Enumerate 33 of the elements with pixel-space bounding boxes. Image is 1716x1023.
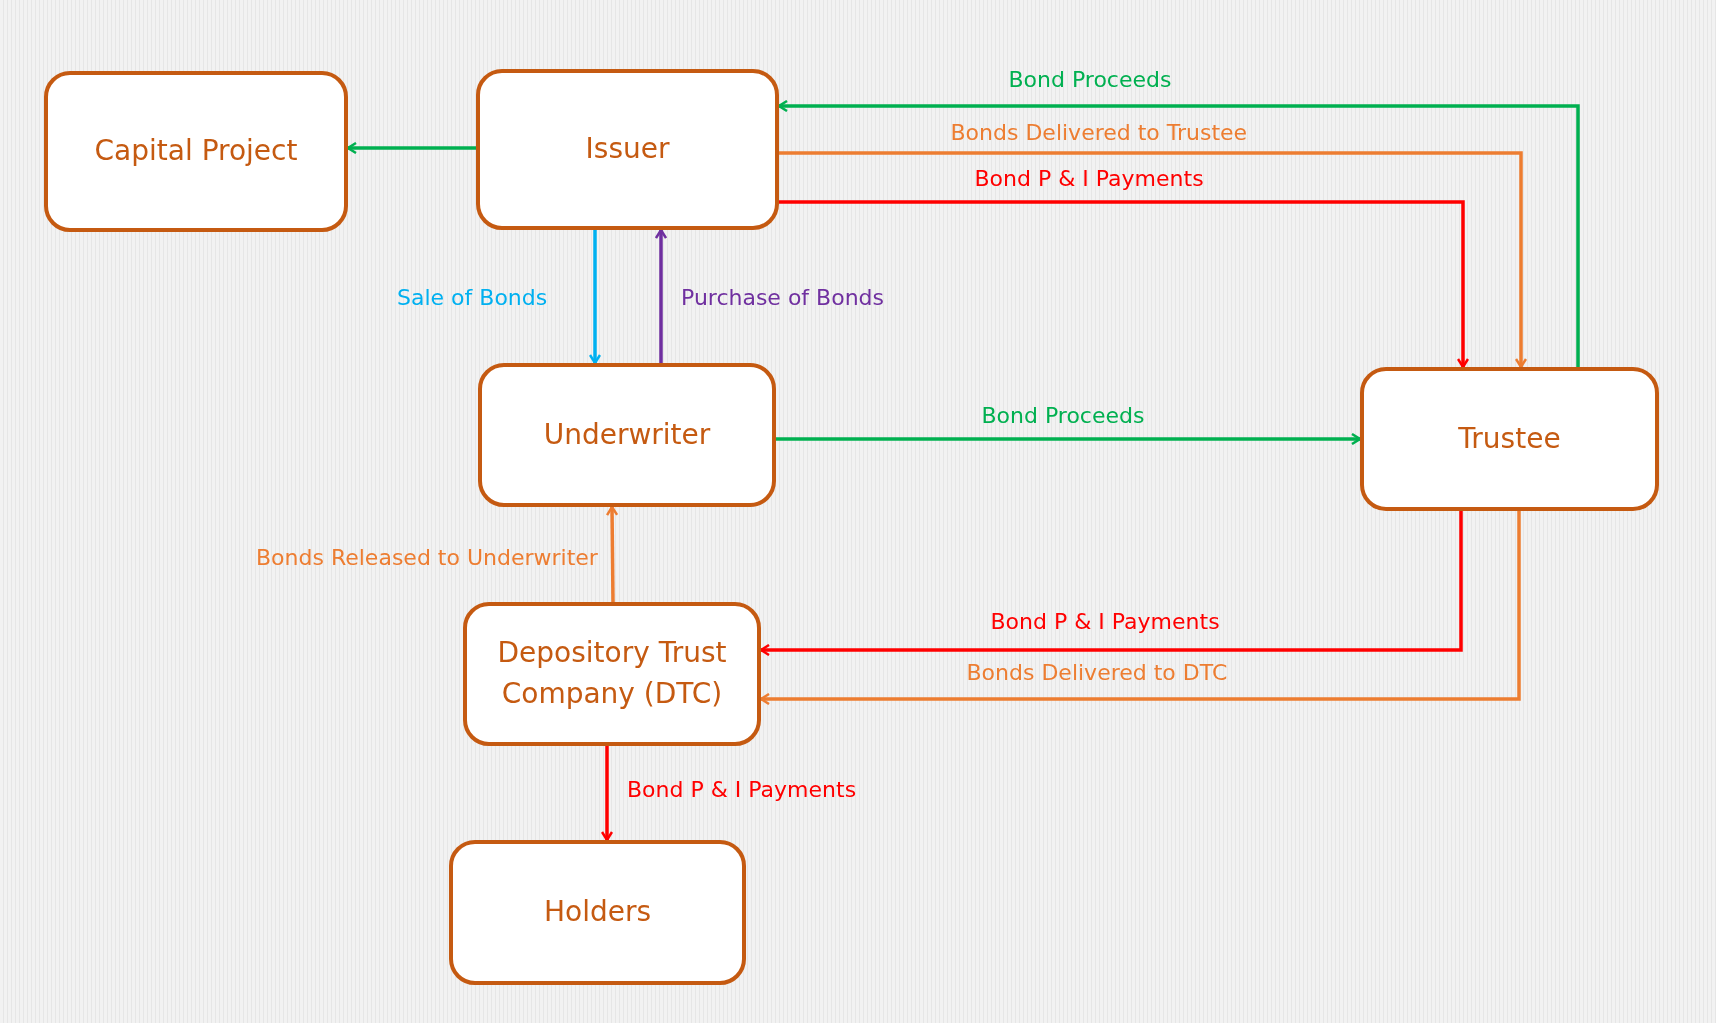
box-label: Holders — [542, 894, 653, 931]
arrow — [777, 99, 1580, 367]
process-box — [478, 363, 776, 507]
edge-label: Bonds Delivered to Trustee — [950, 120, 1248, 147]
arrow — [605, 505, 619, 602]
edge-label: Sale of Bonds — [397, 285, 548, 312]
edge-label: Bond P & I Payments — [974, 166, 1204, 193]
arrow — [759, 511, 1463, 657]
box-label: Underwriter — [542, 416, 712, 453]
box-label: Capital Project — [93, 133, 299, 170]
process-box — [463, 602, 761, 746]
arrow — [779, 151, 1528, 369]
edge-label: Purchase of Bonds — [681, 285, 885, 312]
box-label: Trustee — [1457, 420, 1562, 457]
arrow — [654, 228, 668, 363]
arrow — [776, 432, 1362, 446]
process-box — [449, 840, 746, 985]
process-box — [476, 69, 779, 230]
box-label: Depository Trust Company (DTC) — [496, 635, 728, 712]
arrow — [759, 511, 1521, 706]
edge-label: Bond Proceeds — [981, 403, 1145, 430]
edge-label: Bond P & I Payments — [627, 777, 857, 804]
arrow — [588, 230, 602, 365]
edge-label: Bond P & I Payments — [990, 609, 1220, 636]
edge-label: Bonds Delivered to DTC — [966, 660, 1228, 687]
process-box — [1360, 367, 1659, 511]
arrow — [346, 141, 476, 155]
arrow — [779, 200, 1470, 369]
arrow — [600, 746, 614, 842]
box-label: Issuer — [584, 131, 671, 168]
edge-label: Bond Proceeds — [1008, 67, 1172, 94]
edge-label: Bonds Released to Underwriter — [256, 545, 598, 572]
process-box — [44, 71, 348, 232]
